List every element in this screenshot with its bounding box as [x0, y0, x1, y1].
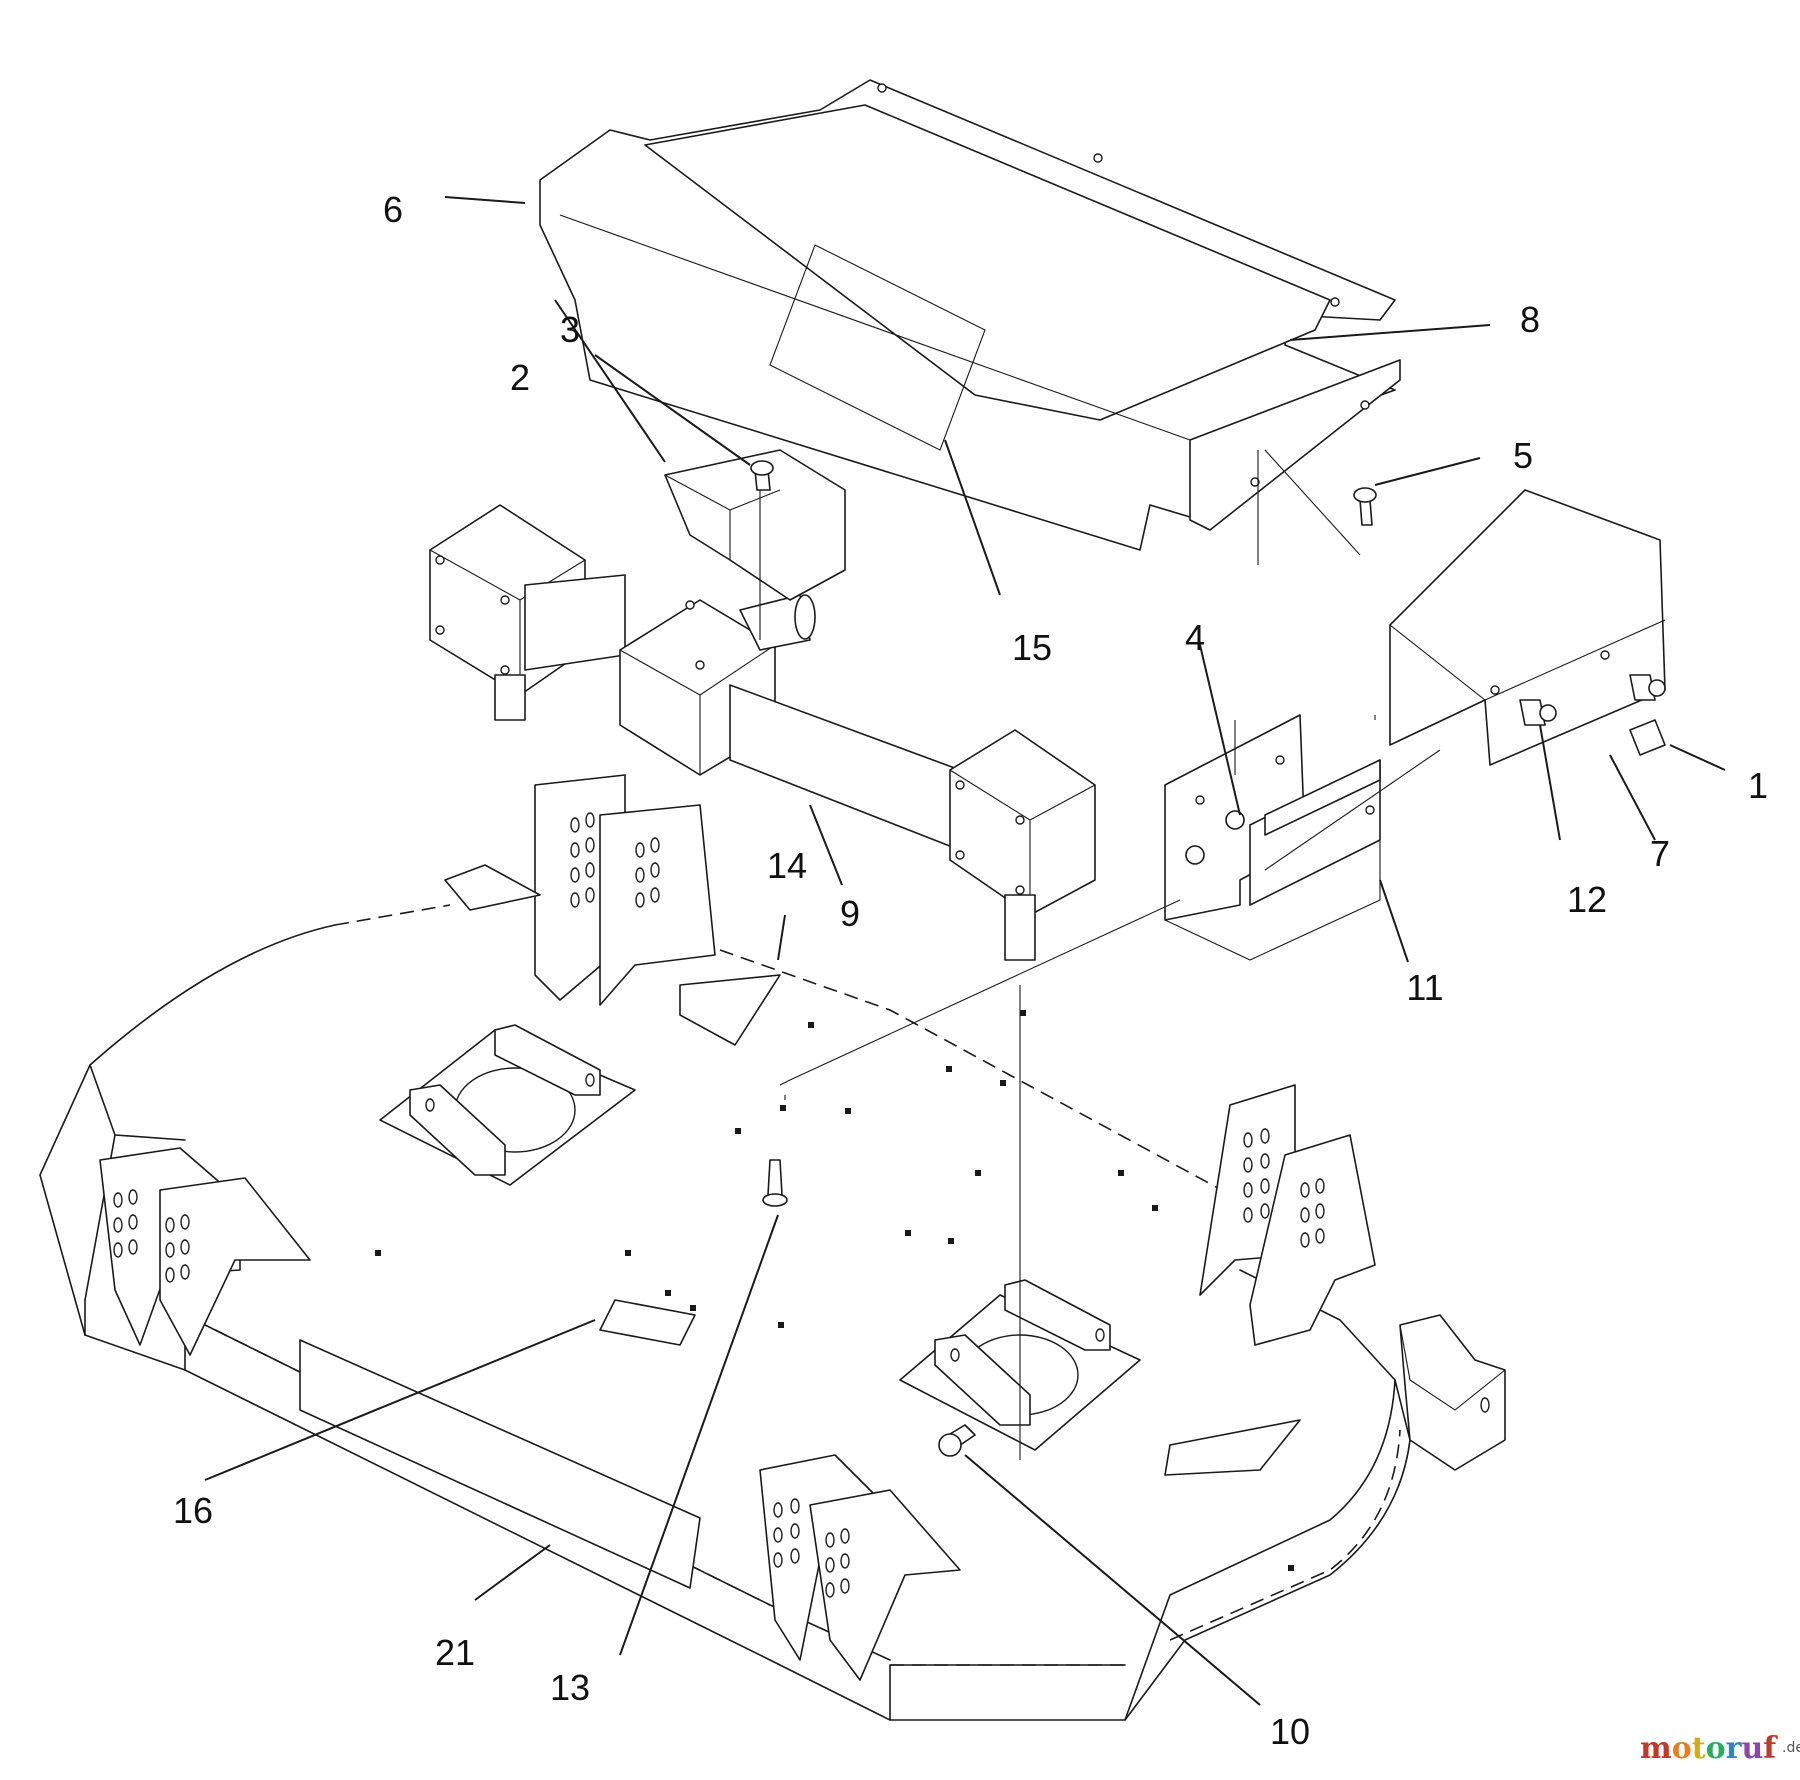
assembly-line-13b [779, 899, 1181, 1086]
mower-deck [39, 904, 1411, 1721]
callout-8: 8 [1520, 299, 1540, 340]
screw-7 [1629, 674, 1666, 701]
bolt-10 [938, 1424, 976, 1457]
callout-6: 6 [383, 189, 403, 230]
watermark-letter: m [1640, 1731, 1672, 1766]
watermark-logo: motoruf .de [1640, 1731, 1800, 1766]
watermark-letter: o [1706, 1731, 1726, 1766]
belt-shield-cover [539, 79, 1401, 551]
watermark-letter: r [1726, 1731, 1743, 1766]
assembly-line-11 [1234, 715, 1376, 775]
deck-holes [375, 1010, 1294, 1571]
callout-10: 10 [1270, 1711, 1310, 1752]
callout-15: 15 [1012, 627, 1052, 668]
nut-4b [1185, 845, 1205, 865]
callout-21: 21 [435, 1632, 475, 1673]
callout-16: 16 [173, 1490, 213, 1531]
callout-7: 7 [1650, 833, 1670, 874]
bolt-3 [750, 460, 774, 491]
watermark-letter: u [1741, 1731, 1763, 1766]
deck-bracket-rear-right [1199, 1084, 1376, 1346]
gearbox-assembly [429, 504, 1096, 961]
callout-1: 1 [1748, 765, 1768, 806]
deck-bracket-rear-left [444, 774, 716, 1006]
discharge-bracket [1399, 1314, 1506, 1471]
mount-bracket-2 [664, 449, 846, 601]
callout-9: 9 [840, 893, 860, 934]
callout-2: 2 [510, 357, 530, 398]
callout-14: 14 [767, 845, 807, 886]
screw-12 [1519, 699, 1557, 726]
watermark-letter: f [1763, 1731, 1778, 1766]
spindle-mount-left [379, 1024, 636, 1186]
nut-4 [1225, 810, 1245, 830]
watermark-suffix: .de [1782, 1740, 1800, 1756]
callouts: 1 2 3 4 5 6 7 8 9 10 11 12 13 14 15 16 2… [173, 189, 1768, 1752]
callout-3: 3 [560, 309, 580, 350]
assembly-line-5b [1264, 449, 1361, 556]
decal-plate-21 [299, 1339, 701, 1589]
callout-5: 5 [1513, 435, 1533, 476]
decal-14 [679, 974, 781, 1046]
callout-4: 4 [1185, 617, 1205, 658]
deck-bracket-front-left [99, 1147, 311, 1356]
decal-16 [599, 1299, 696, 1346]
watermark-text: motoruf [1640, 1731, 1778, 1766]
bolt-13 [762, 1159, 788, 1207]
watermark-letter: o [1672, 1731, 1692, 1766]
callout-13: 13 [550, 1667, 590, 1708]
cover-7 [1389, 489, 1666, 766]
callout-11: 11 [1406, 967, 1443, 1008]
bracket-11 [1164, 714, 1381, 961]
callout-12: 12 [1567, 879, 1607, 920]
clip-1 [1629, 719, 1666, 756]
decal-right [1164, 1419, 1301, 1476]
leader-lines [204, 196, 1726, 1706]
deck-bracket-front-center [759, 1454, 961, 1681]
bolt-5 [1353, 487, 1377, 526]
assembly-line-11b [1264, 749, 1441, 871]
watermark-letter: t [1692, 1731, 1706, 1766]
